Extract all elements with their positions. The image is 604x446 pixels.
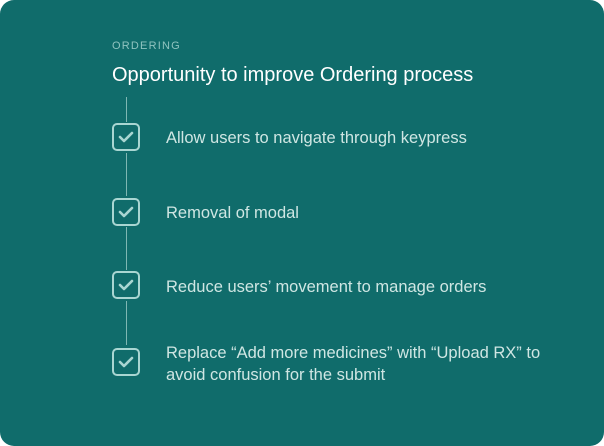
item-label: Reduce users’ movement to manage orders bbox=[166, 278, 487, 296]
check-icon bbox=[118, 131, 134, 143]
timeline-connector bbox=[126, 153, 127, 196]
timeline-connector bbox=[126, 301, 127, 345]
item-checkbox[interactable] bbox=[112, 271, 140, 299]
item-checkbox[interactable] bbox=[112, 348, 140, 376]
check-icon bbox=[118, 279, 134, 291]
timeline-connector bbox=[126, 227, 127, 270]
item-label: Removal of modal bbox=[166, 204, 299, 222]
item-label: Replace “Add more medicines” with “Uploa… bbox=[166, 344, 541, 384]
timeline-connector bbox=[126, 97, 127, 122]
section-eyebrow: ORDERING bbox=[112, 40, 181, 52]
check-icon bbox=[118, 356, 134, 368]
section-title: Opportunity to improve Ordering process bbox=[112, 64, 474, 86]
check-icon bbox=[118, 206, 134, 218]
item-checkbox[interactable] bbox=[112, 123, 140, 151]
item-checkbox[interactable] bbox=[112, 198, 140, 226]
item-label: Allow users to navigate through keypress bbox=[166, 129, 467, 147]
